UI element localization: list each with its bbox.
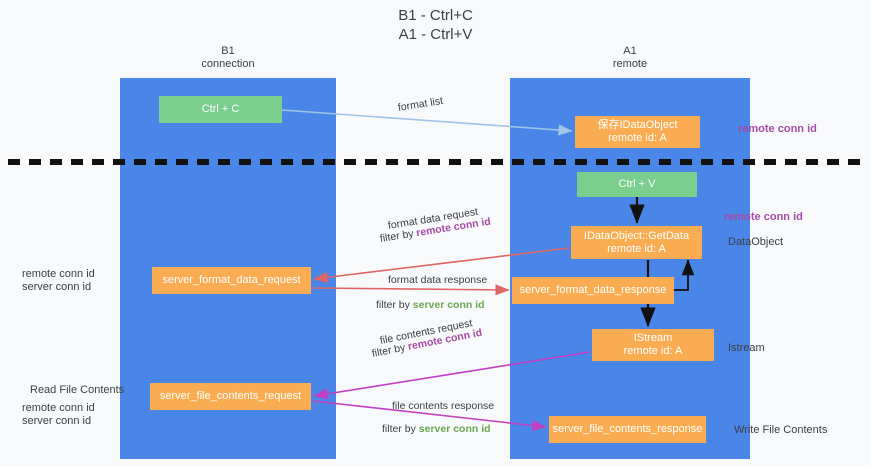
side-label-server-conn-id: server conn id <box>22 281 92 293</box>
filter-key-server-conn-id: server conn id <box>418 423 491 435</box>
node-save-idataobject-sublabel: remote id: A <box>608 132 667 144</box>
side-label-write-file-contents: Write File Contents <box>734 424 828 436</box>
side-label-remote-conn-id: remote conn id <box>22 402 95 414</box>
column-header-b1: B1 connection <box>201 45 255 70</box>
node-idataobject-getdata[interactable]: IDataObject::GetData remote id: A <box>571 226 702 259</box>
node-server-file-contents-response-label: server_file_contents_response <box>552 423 703 435</box>
node-server-format-data-response-label: server_format_data_response <box>519 284 667 296</box>
filter-key-server-conn-id: server conn id <box>412 299 485 311</box>
column-header-a1: A1 remote <box>612 45 648 70</box>
edge-label-file-contents-response: file contents response <box>392 400 495 412</box>
filter-prefix: filter by <box>382 423 419 435</box>
node-ctrl-v[interactable]: Ctrl + V <box>577 172 697 197</box>
side-label-server-conn-id: server conn id <box>22 415 92 427</box>
node-server-file-contents-request[interactable]: server_file_contents_request <box>150 383 311 410</box>
node-istream[interactable]: IStream remote id: A <box>592 329 714 361</box>
page-title: B1 - Ctrl+C A1 - Ctrl+V <box>398 7 473 43</box>
filter-prefix: filter by <box>370 341 410 360</box>
node-istream-label: IStream <box>633 332 673 344</box>
node-idataobject-getdata-label: IDataObject::GetData <box>583 229 690 242</box>
node-ctrl-c[interactable]: Ctrl + C <box>159 96 282 123</box>
node-ctrl-v-label: Ctrl + V <box>618 178 656 190</box>
node-idataobject-getdata-sublabel: remote id: A <box>607 242 666 255</box>
edge-label-format-list: format list <box>397 94 444 114</box>
node-save-idataobject[interactable]: 保存IDataObject remote id: A <box>575 116 700 148</box>
filter-prefix: filter by <box>376 299 413 311</box>
side-label-read-file-contents: Read File Contents <box>30 384 125 396</box>
node-server-file-contents-request-label: server_file_contents_request <box>159 390 302 402</box>
node-save-idataobject-label: 保存IDataObject <box>597 119 678 131</box>
side-label-istream: Istream <box>728 342 765 354</box>
phase-divider <box>8 159 863 165</box>
node-ctrl-c-label: Ctrl + C <box>201 103 240 115</box>
node-server-format-data-response[interactable]: server_format_data_response <box>512 277 674 304</box>
side-label-remote-conn-id: remote conn id <box>22 268 95 280</box>
edge-label-file-contents-response-filter: filter by server conn id <box>382 422 491 436</box>
edge-label-format-data-response: format data response <box>388 274 488 286</box>
side-label-remote-conn-id-top: remote conn id <box>738 123 817 135</box>
side-label-remote-conn-id-mid: remote conn id <box>724 211 803 223</box>
node-server-format-data-request-label: server_format_data_request <box>162 274 301 286</box>
node-istream-sublabel: remote id: A <box>623 345 683 357</box>
node-server-format-data-request[interactable]: server_format_data_request <box>152 267 311 294</box>
node-server-file-contents-response[interactable]: server_file_contents_response <box>549 416 706 443</box>
side-label-conn-id-pair-top: remote conn id server conn id <box>22 268 95 294</box>
filter-prefix: filter by <box>379 227 418 245</box>
edge-label-format-data-response-filter: filter by server conn id <box>376 298 485 312</box>
side-label-conn-id-pair-bottom: remote conn id server conn id <box>22 402 95 428</box>
side-label-dataobject: DataObject <box>728 236 784 248</box>
